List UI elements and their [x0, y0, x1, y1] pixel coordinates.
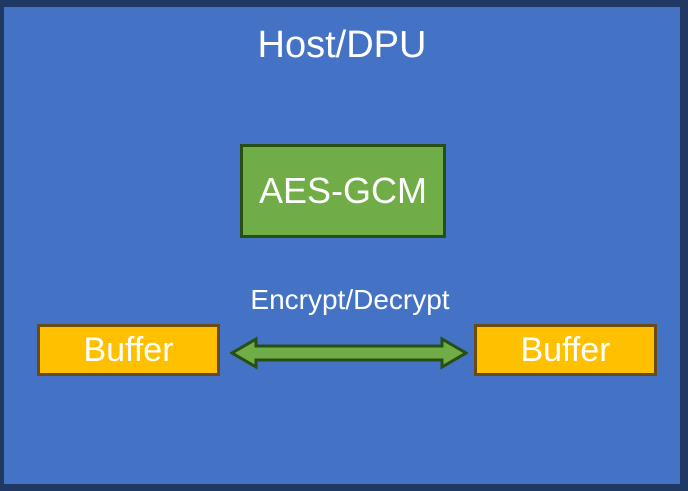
encrypt-decrypt-edge-label: Encrypt/Decrypt	[250, 284, 450, 315]
bidirectional-transfer-arrow	[230, 336, 468, 370]
host-dpu-container: Host/DPU AES-GCM Encrypt/Decrypt Buffer …	[4, 7, 680, 484]
arrow-double-head-icon	[230, 336, 468, 370]
buffer-right-node: Buffer	[474, 324, 657, 376]
aes-gcm-node: AES-GCM	[240, 144, 446, 238]
buffer-right-label: Buffer	[520, 331, 611, 369]
buffer-left-label: Buffer	[83, 331, 174, 369]
buffer-left-node: Buffer	[37, 324, 220, 376]
host-dpu-title: Host/DPU	[257, 24, 427, 66]
aes-gcm-label: AES-GCM	[258, 170, 427, 211]
